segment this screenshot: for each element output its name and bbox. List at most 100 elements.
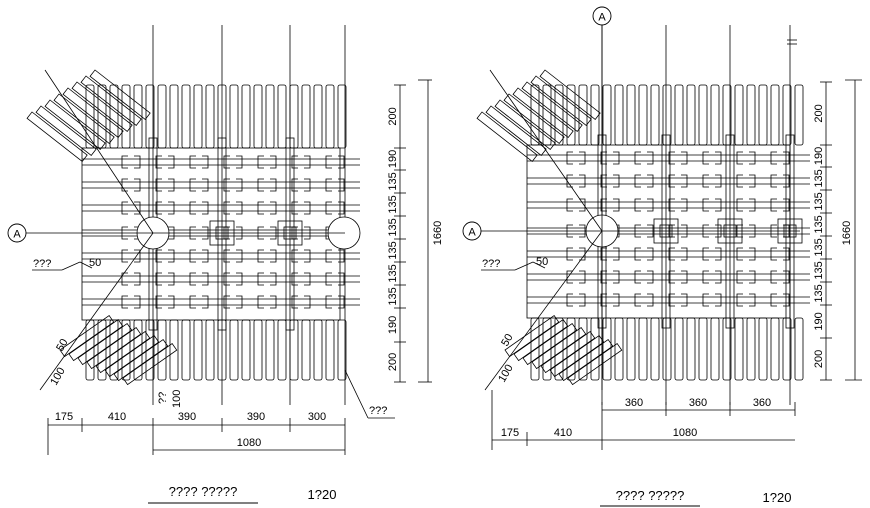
beam (217, 137, 227, 331)
bracket-mark (647, 270, 654, 284)
bracket-mark (736, 198, 743, 212)
bracket-mark (613, 151, 620, 165)
bracket-mark (600, 198, 607, 212)
right-note-leader (481, 261, 546, 271)
corner-rafter-lower (513, 319, 569, 362)
bracket-mark (647, 198, 654, 212)
bracket-mark (155, 272, 162, 286)
corner-rafter-lower (77, 323, 133, 366)
bracket-mark (270, 178, 277, 192)
bracket-mark (634, 293, 641, 307)
bracket-mark (189, 295, 196, 309)
dim-label: 135 (813, 192, 825, 210)
tile-top (301, 84, 311, 149)
dim-label: 190 (387, 150, 399, 168)
bracket-mark (291, 295, 298, 309)
right-note-label: ??? (369, 405, 387, 417)
bracket-mark (168, 272, 175, 286)
bracket-mark (257, 178, 264, 192)
tile-bottom (241, 319, 251, 381)
bracket-mark (236, 178, 243, 192)
dim-label: 135 (387, 172, 399, 190)
corner-rafter-lower (113, 339, 169, 382)
bracket-mark (257, 272, 264, 286)
corner-rafter-lower (59, 315, 115, 358)
bracket-mark (168, 178, 175, 192)
bracket-mark (681, 198, 688, 212)
bracket-mark (702, 198, 709, 212)
corner-rafter-upper (485, 105, 547, 156)
tile-top (205, 84, 215, 149)
bracket-mark (304, 249, 311, 263)
bracket-mark (325, 155, 332, 169)
bracket-mark (702, 293, 709, 307)
corner-rafter-lower (104, 335, 160, 378)
bracket-mark (736, 151, 743, 165)
dim-1080-right: 1080 (673, 427, 697, 439)
tile-bottom (734, 317, 744, 381)
bracket-mark (783, 151, 790, 165)
corner-rafter-upper (35, 105, 97, 156)
bracket-mark (681, 270, 688, 284)
bracket-mark (770, 270, 777, 284)
bracket-mark (702, 151, 709, 165)
bracket-mark (702, 270, 709, 284)
bracket-mark (189, 201, 196, 215)
dim-label: 135 (387, 218, 399, 236)
tile-top (746, 84, 756, 146)
tile-bottom (229, 319, 239, 381)
tile-bottom (662, 317, 672, 381)
bracket-mark (168, 201, 175, 215)
tile-bottom (121, 319, 131, 381)
tile-top (97, 84, 107, 149)
corner-rafter-lower (522, 323, 578, 366)
dim-label: 135 (813, 215, 825, 233)
tile-bottom (97, 319, 107, 381)
bracket-mark (223, 155, 230, 169)
tile-bottom (758, 317, 768, 381)
bracket-mark (783, 198, 790, 212)
bracket-mark (270, 272, 277, 286)
dim-total-vertical: 1660 (432, 221, 444, 245)
bracket-mark (681, 174, 688, 188)
bracket-mark (579, 198, 586, 212)
bracket-mark (121, 155, 128, 169)
tile-bottom (169, 319, 179, 381)
bracket-mark (236, 155, 243, 169)
bracket-mark (155, 249, 162, 263)
tile-bottom (313, 319, 323, 381)
tile-top (265, 84, 275, 149)
tile-top (530, 84, 540, 146)
bracket-mark (270, 295, 277, 309)
bracket-mark (736, 270, 743, 284)
bracket-mark (715, 198, 722, 212)
bracket-mark (770, 247, 777, 261)
bracket-mark (749, 151, 756, 165)
right-section-marker-a-left: A (462, 221, 800, 241)
section-marker-top-label: A (598, 12, 606, 24)
tile-bottom (253, 319, 263, 381)
tile-top (650, 84, 660, 146)
bracket-mark (121, 272, 128, 286)
corner-rafter-lower (95, 331, 151, 374)
tile-top (325, 84, 335, 149)
dim-390-a: 390 (178, 411, 196, 423)
bracket-mark (681, 247, 688, 261)
bracket-mark (189, 178, 196, 192)
bracket-mark (668, 270, 675, 284)
bracket-mark (338, 201, 345, 215)
dim-label: 200 (387, 353, 399, 371)
bracket-mark (121, 295, 128, 309)
bracket-mark (291, 201, 298, 215)
bracket-mark (783, 247, 790, 261)
bracket-mark (202, 155, 209, 169)
corner-rafter-lower (531, 327, 587, 370)
bracket-mark (600, 247, 607, 261)
tile-bottom (337, 319, 347, 381)
bracket-mark (270, 201, 277, 215)
dim-label: 135 (387, 287, 399, 305)
tile-top (313, 84, 323, 149)
